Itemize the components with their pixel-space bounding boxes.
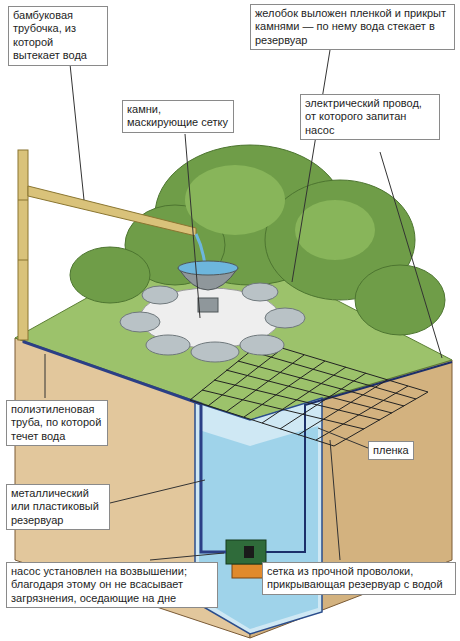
bamboo-pole [18,150,28,340]
callout-box: бамбуковая трубочка, из которой вытекает… [8,6,108,66]
leader-line [318,428,368,448]
bowl-water [178,261,238,275]
pump-detail [244,546,254,558]
leader-line [110,480,205,503]
callout-label: электрический провод, от которого запита… [300,94,440,140]
pump [226,540,266,564]
callout-label: пленка [368,441,414,460]
leader-line [185,134,200,318]
callout-box: полиэтиленовая труба, по которой течет в… [6,400,108,446]
bamboo-spout [28,186,196,236]
leader-line [70,64,84,200]
mesh [190,342,428,446]
leader-line [330,440,340,560]
callout-label: желобок выложен пленкой и прикрыт камням… [250,4,455,50]
callout-label: насос установлен на возвышении; благодар… [6,562,218,608]
leader-line [150,553,224,560]
leader-line [292,50,330,282]
bush-highlights [185,165,375,260]
bowl-base [198,298,218,312]
callout-box: желобок выложен пленкой и прикрыт камням… [250,4,455,50]
callout-label: сетка из прочной проволоки, прикрывающая… [262,562,456,595]
callout-label: бамбуковая трубочка, из которой вытекает… [8,6,108,66]
callout-label: камни, маскирующие сетку [122,100,234,133]
leader-line [45,354,46,398]
callout-box: сетка из прочной проволоки, прикрывающая… [262,562,456,595]
callout-box: камни, маскирующие сетку [122,100,234,133]
callout-box: пленка [368,440,414,460]
callout-box: металлический или пластиковый резервуар [6,484,110,530]
callout-box: электрический провод, от которого запита… [300,94,440,140]
callout-box: насос установлен на возвышении; благодар… [6,562,218,608]
callout-label: полиэтиленовая труба, по которой течет в… [6,400,108,446]
leader-line [380,152,442,358]
callout-label: металлический или пластиковый резервуар [6,484,110,530]
stones [120,283,305,362]
